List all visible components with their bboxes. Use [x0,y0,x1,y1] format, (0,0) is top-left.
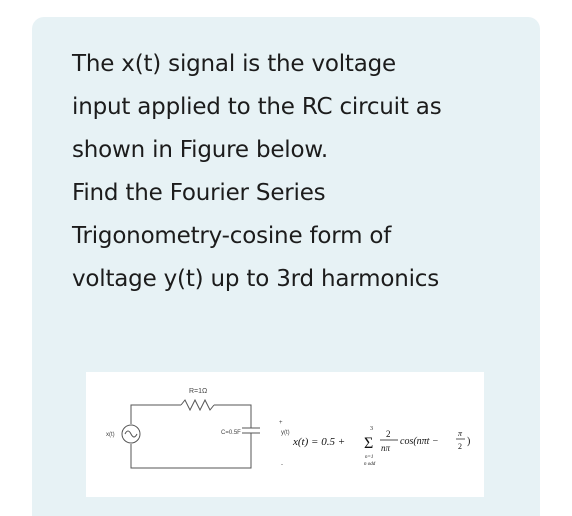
question-line-6: voltage y(t) up to 3rd harmonics [72,266,440,292]
question-line-1: The x(t) signal is the voltage [72,51,396,77]
cos-term: cos(nπt − [400,436,439,447]
capacitor-label: C=0.5F [221,430,241,436]
top-wire-right [214,404,252,428]
voltage-source [121,424,141,444]
bottom-wire [130,433,252,469]
output-label: y(t) [281,430,290,436]
question-line-3: shown in Figure below. [72,137,328,163]
circuit-diagram: R=1Ω C=0.5F x(t) y(t) + - x(t) = 0.5 + 3… [106,388,470,469]
question-card: The x(t) signal is the voltage input app… [32,17,540,516]
equation-lhs: x(t) = 0.5 + [292,436,345,448]
pi-denominator: 2 [458,442,462,451]
sum-upper: 3 [370,426,373,432]
fraction-numerator: 2 [386,429,391,439]
circuit-figure: R=1Ω C=0.5F x(t) y(t) + - x(t) = 0.5 + 3… [86,372,484,497]
output-minus: - [281,462,283,468]
question-line-5: Trigonometry-cosine form of [72,223,392,249]
question-line-2: input applied to the RC circuit as [72,94,442,120]
output-plus: + [279,420,283,426]
pi-numerator: π [458,429,463,438]
top-wire-left [130,404,181,424]
sum-symbol: Σ [364,435,373,452]
sine-symbol [124,430,138,438]
input-label: x(t) [106,432,115,438]
sum-lower: n=1 [365,455,373,460]
sum-condition: n odd [364,462,376,467]
question-text: The x(t) signal is the voltage input app… [72,43,512,301]
equation-close: ) [467,436,470,447]
fraction-denominator: nπ [381,443,391,453]
resistor [180,398,215,412]
question-line-4: Find the Fourier Series [72,180,326,206]
resistor-label: R=1Ω [189,388,207,395]
